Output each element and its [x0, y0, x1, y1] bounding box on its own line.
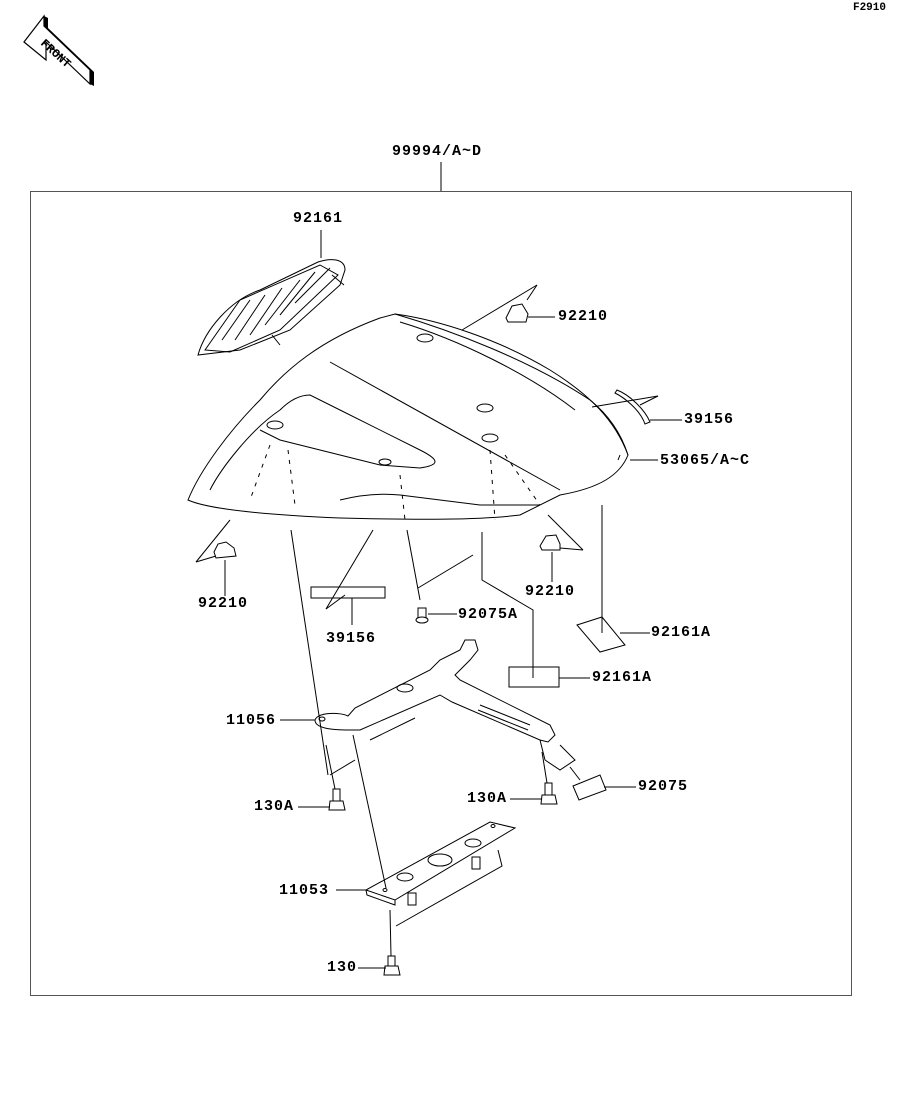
part-130A-right-bolt[interactable]	[510, 752, 557, 804]
part-130-bolt[interactable]	[358, 910, 400, 975]
label-130A-right[interactable]: 130A	[467, 790, 508, 807]
part-92210-top-nut[interactable]	[462, 285, 555, 330]
label-11056[interactable]: 11056	[226, 712, 277, 729]
part-92161A-right-pad[interactable]	[577, 505, 650, 652]
part-11056-bracket[interactable]	[280, 530, 575, 775]
label-11053[interactable]: 11053	[279, 882, 330, 899]
part-92161A-mid-pad[interactable]	[482, 532, 590, 687]
part-53065-seat-cowl[interactable]	[188, 314, 658, 520]
assembly-frame	[30, 191, 852, 996]
label-92210-left[interactable]: 92210	[198, 595, 249, 612]
part-92161-emblem[interactable]	[198, 230, 345, 355]
label-92161A-mid[interactable]: 92161A	[592, 669, 653, 686]
label-92210-mid[interactable]: 92210	[525, 583, 576, 600]
label-53065[interactable]: 53065/A~C	[660, 452, 751, 469]
part-39156-right-pad[interactable]	[592, 390, 682, 424]
label-130A-left[interactable]: 130A	[254, 798, 295, 815]
assembly-label[interactable]: 99994/A~D	[392, 143, 483, 160]
label-39156-left[interactable]: 39156	[326, 630, 377, 647]
label-130[interactable]: 130	[327, 959, 358, 976]
part-92210-left-nut[interactable]	[196, 520, 236, 596]
label-92210-top[interactable]: 92210	[558, 308, 609, 325]
figure-id: F2910	[852, 2, 886, 14]
part-39156-left-pad[interactable]	[311, 530, 385, 625]
label-92161A-right[interactable]: 92161A	[651, 624, 712, 641]
part-92075-pad[interactable]	[570, 767, 636, 800]
part-92075A-screw[interactable]	[407, 530, 473, 623]
part-92210-mid-nut[interactable]	[540, 515, 583, 582]
label-92075A[interactable]: 92075A	[458, 606, 519, 623]
part-130A-left-bolt[interactable]	[298, 745, 345, 810]
label-92161[interactable]: 92161	[293, 210, 344, 227]
label-92075[interactable]: 92075	[638, 778, 689, 795]
part-11053-plate[interactable]	[336, 735, 515, 926]
label-39156-right[interactable]: 39156	[684, 411, 735, 428]
front-arrow-icon: FRONT	[20, 14, 94, 86]
